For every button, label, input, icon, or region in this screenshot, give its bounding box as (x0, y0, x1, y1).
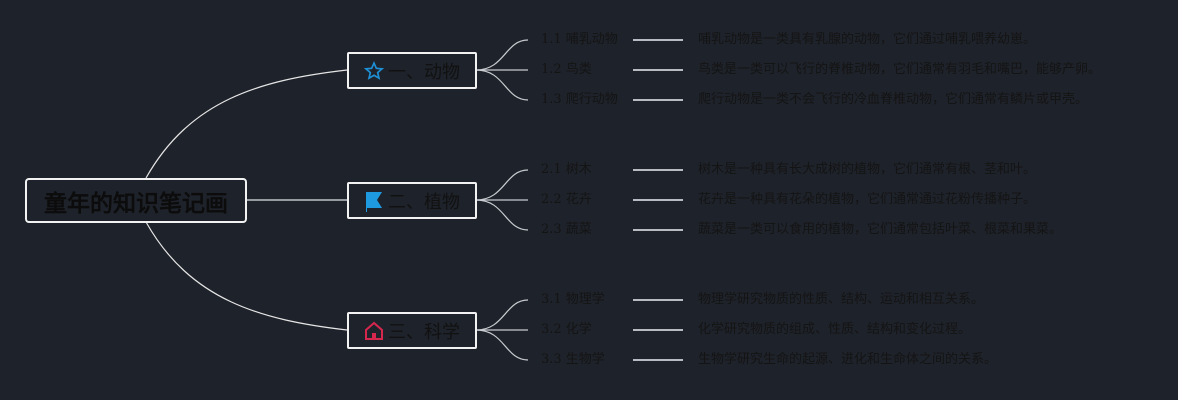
leaf-description[interactable]: 蔬菜是一类可以食用的植物，它们通常包括叶菜、根菜和果菜。 (698, 222, 1063, 237)
leaf-dash-line (633, 299, 683, 301)
branch-label: 一、动物 (388, 61, 460, 83)
branch-animals[interactable]: 一、动物 (347, 52, 477, 89)
branch-label: 三、科学 (388, 321, 460, 343)
leaf-label[interactable]: 1.3 爬行动物 (541, 92, 618, 107)
leaf-label[interactable]: 3.3 生物学 (541, 352, 605, 367)
leaf-connector (475, 199, 529, 231)
home-icon (364, 321, 384, 341)
leaf-description[interactable]: 哺乳动物是一类具有乳腺的动物，它们通过哺乳喂养幼崽。 (698, 32, 1037, 47)
branch-plants[interactable]: 二、植物 (347, 182, 477, 219)
leaf-connector (475, 39, 529, 71)
leaf-connector (475, 169, 529, 201)
leaf-label[interactable]: 1.2 鸟类 (541, 62, 592, 77)
leaf-connector (475, 69, 529, 101)
leaf-description[interactable]: 鸟类是一类可以飞行的脊椎动物，它们通常有羽毛和嘴巴，能够产卵。 (698, 62, 1102, 77)
leaf-description[interactable]: 物理学研究物质的性质、结构、运动和相互关系。 (698, 292, 985, 307)
leaf-connector (475, 329, 529, 361)
leaf-dash-line (633, 199, 683, 201)
leaf-description[interactable]: 花卉是一种具有花朵的植物，它们通常通过花粉传播种子。 (698, 192, 1037, 207)
leaf-description[interactable]: 生物学研究生命的起源、进化和生命体之间的关系。 (698, 352, 998, 367)
leaf-label[interactable]: 3.2 化学 (541, 322, 592, 337)
root-node[interactable]: 童年的知识笔记画 (25, 178, 247, 223)
leaf-label[interactable]: 2.2 花卉 (541, 192, 592, 207)
leaf-label[interactable]: 2.3 蔬菜 (541, 222, 592, 237)
leaf-description[interactable]: 爬行动物是一类不会飞行的冷血脊椎动物，它们通常有鳞片或甲壳。 (698, 92, 1089, 107)
leaf-label[interactable]: 1.1 哺乳动物 (541, 32, 618, 47)
leaf-dash-line (633, 99, 683, 101)
branch-label: 二、植物 (388, 191, 460, 213)
flag-icon (364, 190, 384, 212)
leaf-dash-line (633, 39, 683, 41)
leaf-description[interactable]: 树木是一种具有长大成树的植物，它们通常有根、茎和叶。 (698, 162, 1037, 177)
leaf-label[interactable]: 3.1 物理学 (541, 292, 605, 307)
leaf-dash-line (633, 359, 683, 361)
leaf-dash-line (633, 69, 683, 71)
leaf-dash-line (633, 169, 683, 171)
leaf-description[interactable]: 化学研究物质的组成、性质、结构和变化过程。 (698, 322, 972, 337)
leaf-label[interactable]: 2.1 树木 (541, 162, 592, 177)
root-title: 童年的知识笔记画 (44, 190, 228, 217)
leaf-dash-line (633, 329, 683, 331)
branch-science[interactable]: 三、科学 (347, 312, 477, 349)
star-icon (364, 60, 384, 81)
leaf-dash-line (633, 229, 683, 231)
leaf-connector (475, 299, 529, 331)
